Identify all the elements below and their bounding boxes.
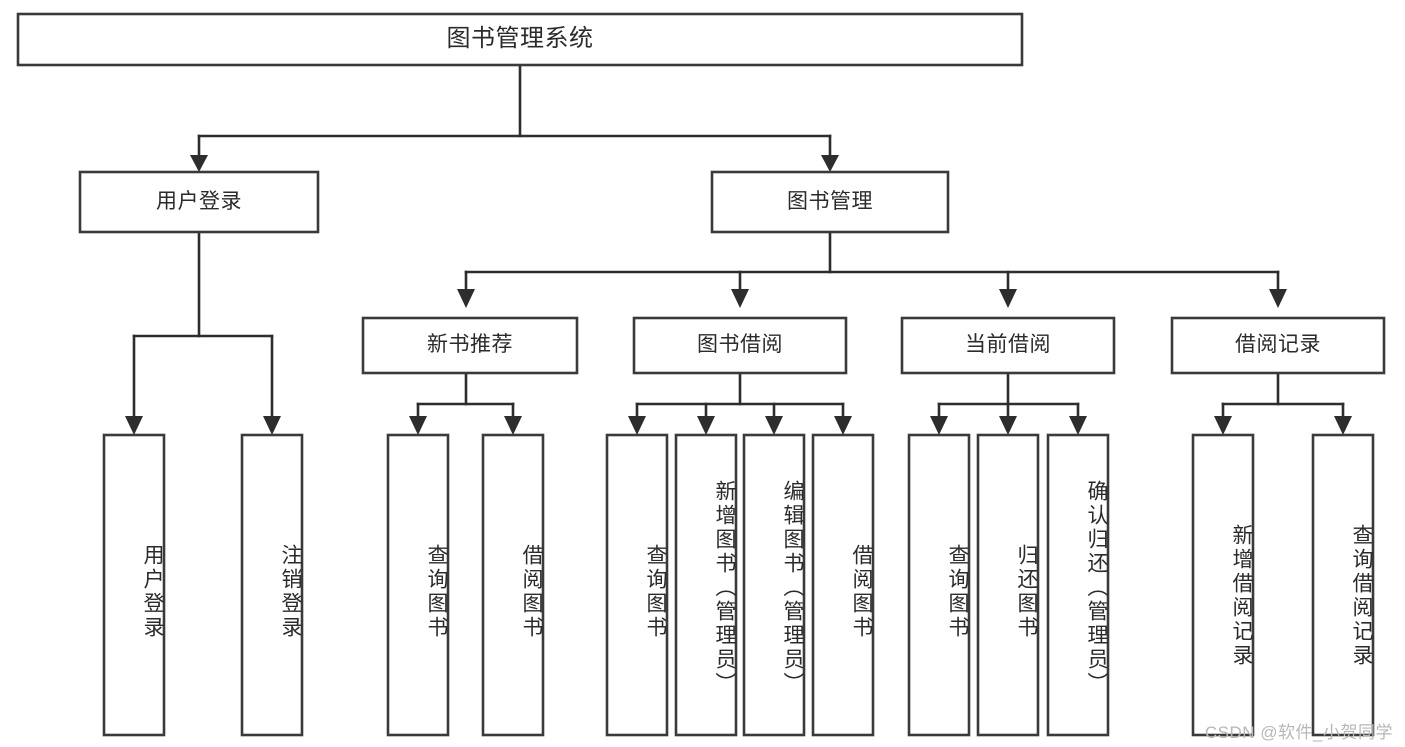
arrow-leaf-confirm-return [1069,416,1087,435]
node-box-book-borrow[interactable] [632,316,848,375]
node-box-leaf-add-book[interactable] [674,433,738,737]
node-box-leaf-query-record[interactable] [1311,433,1375,737]
arrow-leaf-add-record [1214,416,1232,435]
node-box-leaf-add-record[interactable] [1191,433,1255,737]
node-box-root[interactable] [16,12,1024,67]
arrow-leaf-query-book-3 [930,416,948,435]
arrow-leaf-query-record [1334,416,1352,435]
arrow-leaf-user-logout [263,416,281,435]
node-box-leaf-user-login[interactable] [102,433,166,737]
arrow-leaf-edit-book [765,416,783,435]
node-box-leaf-query-book-2[interactable] [605,433,669,737]
node-box-leaf-return-book[interactable] [976,433,1040,737]
connector-group-user-login [125,230,281,435]
arrow-leaf-query-book-1 [409,416,427,435]
node-box-book-manage[interactable] [710,170,950,234]
node-box-leaf-user-logout[interactable] [240,433,304,737]
node-box-leaf-query-book-3[interactable] [907,433,971,737]
arrow-leaf-borrow-book-1 [504,416,522,435]
connector-group-borrow-record [1214,371,1352,435]
arrow-to-book-manage [821,155,839,172]
arrow-to-user-login [190,155,208,172]
node-box-new-book-recommend[interactable] [361,316,579,375]
arrow-to-new-book-recommend [457,289,475,308]
arrow-leaf-add-book [697,416,715,435]
connector-group-new-book-recommend [409,371,522,435]
connector-group-current-borrow [930,371,1087,435]
arrow-to-borrow-record [1269,289,1287,308]
node-box-current-borrow[interactable] [900,316,1116,375]
connector-group-root [190,63,839,172]
connector-group-book-borrow [628,371,852,435]
arrow-to-current-borrow [999,289,1017,308]
node-box-leaf-borrow-book-2[interactable] [811,433,875,737]
node-box-user-login[interactable] [78,170,320,234]
arrow-leaf-user-login [125,416,143,435]
arrow-leaf-return-book [999,416,1017,435]
arrow-leaf-query-book-2 [628,416,646,435]
node-box-leaf-confirm-return[interactable] [1046,433,1110,737]
node-box-leaf-edit-book[interactable] [742,433,806,737]
node-box-leaf-query-book-1[interactable] [386,433,450,737]
arrow-leaf-borrow-book-2 [834,416,852,435]
node-box-borrow-record[interactable] [1170,316,1386,375]
arrow-to-book-borrow [731,289,749,308]
node-box-leaf-borrow-book-1[interactable] [481,433,545,737]
connector-group-book-manage [457,230,1287,308]
